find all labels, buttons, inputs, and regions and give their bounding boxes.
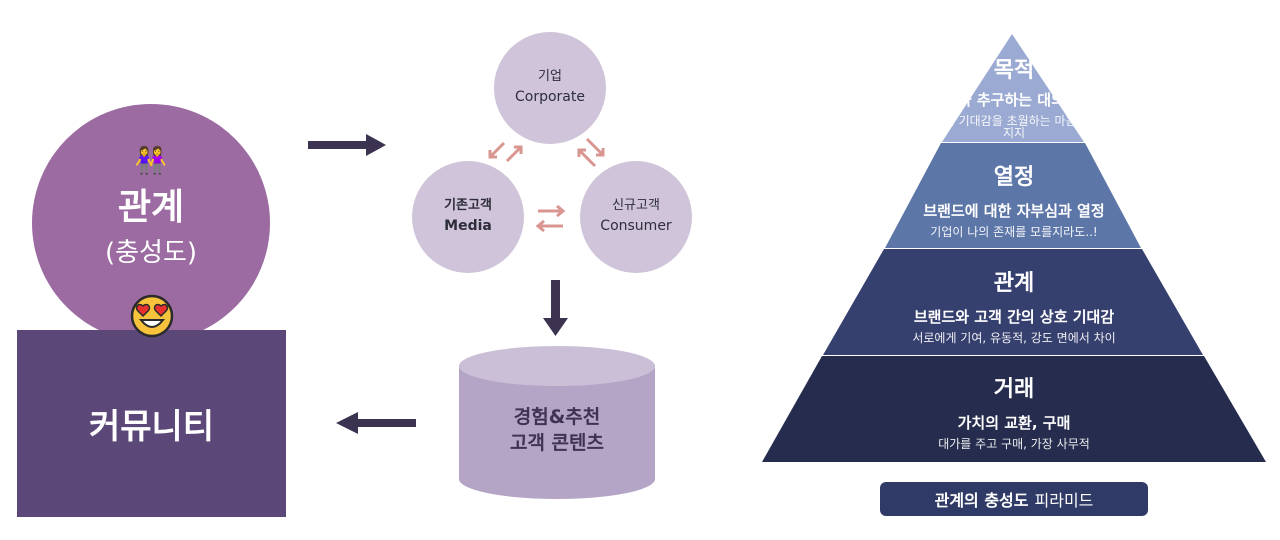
community-box: 커뮤니티 — [17, 330, 286, 517]
cylinder-label-line1: 경험&추천 — [513, 406, 601, 428]
media-ko-label: 기존고객 — [444, 198, 492, 214]
pyramid-level-purpose — [942, 34, 1084, 142]
arrow-left-icon — [336, 412, 416, 434]
corporate-ko-label: 기업 — [538, 69, 562, 85]
purpose-main: 브랜드가 추구하는 대의를 지지 — [916, 91, 1112, 109]
relationship-main: 브랜드와 고객 간의 상호 기대감 — [913, 308, 1115, 326]
pyramid-caption-rest: 피라미드 — [1034, 491, 1094, 510]
pyramid-caption-bold: 관계의 충성도 — [934, 491, 1029, 510]
pyramid-passion-text: 열정 브랜드에 대한 자부심과 열정 기업이 나의 존재를 모를지라도..! — [880, 165, 1148, 239]
loyalty-subtitle: (충성도) — [104, 238, 198, 268]
cylinder-label: 경험&추천 고객 콘텐츠 — [457, 404, 657, 456]
consumer-circle: 신규고객 Consumer — [580, 161, 692, 273]
transaction-main: 가치의 교환, 구매 — [957, 414, 1071, 432]
pyramid-relationship-text: 관계 브랜드와 고객 간의 상호 기대감 서로에게 기여, 유동적, 강도 면에… — [880, 271, 1148, 345]
purpose-title: 목적 — [993, 58, 1035, 83]
community-label: 커뮤니티 — [88, 407, 215, 447]
pyramid-level-passion — [885, 143, 1141, 248]
consumer-en-label: Consumer — [600, 218, 672, 235]
corporate-circle: 기업 Corporate — [494, 32, 606, 144]
pyramid-transaction-text: 거래 가치의 교환, 구매 대가를 주고 구매, 가장 사무적 — [880, 377, 1148, 451]
exchange-arrows-corporate-consumer — [577, 137, 605, 168]
relationship-desc: 서로에게 기여, 유동적, 강도 면에서 차이 — [912, 331, 1116, 345]
pyramid-level-transaction — [762, 356, 1266, 462]
media-circle: 기존고객 Media — [412, 161, 524, 273]
passion-desc: 기업이 나의 존재를 모를지라도..! — [930, 225, 1098, 239]
relationship-title: 관계 — [117, 187, 185, 228]
heart-eyes-face-icon — [130, 294, 174, 338]
transaction-title: 거래 — [993, 377, 1035, 402]
pyramid-level-relationship — [823, 249, 1203, 355]
consumer-ko-label: 신규고객 — [612, 198, 660, 214]
arrow-down-icon — [543, 280, 568, 336]
corporate-en-label: Corporate — [515, 89, 585, 106]
relationship-level-title: 관계 — [993, 271, 1035, 296]
cylinder-label-line2: 고객 콘텐츠 — [509, 432, 604, 455]
exchange-arrows-media-consumer — [535, 204, 566, 233]
arrow-right-icon — [308, 134, 386, 156]
exchange-arrows-corporate-media — [488, 141, 523, 163]
pyramid-caption: 관계의 충성도 피라미드 — [880, 482, 1148, 516]
content-database-cylinder — [459, 346, 655, 499]
pyramid-purpose-text: 목적 브랜드가 추구하는 대의를 지지 대가를 바라는 기대감을 초월하는 마음… — [880, 58, 1148, 140]
passion-title: 열정 — [993, 165, 1035, 190]
media-en-label: Media — [444, 218, 492, 235]
transaction-desc: 대가를 주고 구매, 가장 사무적 — [938, 437, 1090, 451]
purpose-desc: 대가를 바라는 기대감을 초월하는 마음, 깊은 관심과 지지 — [884, 114, 1144, 140]
passion-main: 브랜드에 대한 자부심과 열정 — [923, 202, 1105, 220]
two-people-icon: 👭 — [134, 146, 168, 176]
